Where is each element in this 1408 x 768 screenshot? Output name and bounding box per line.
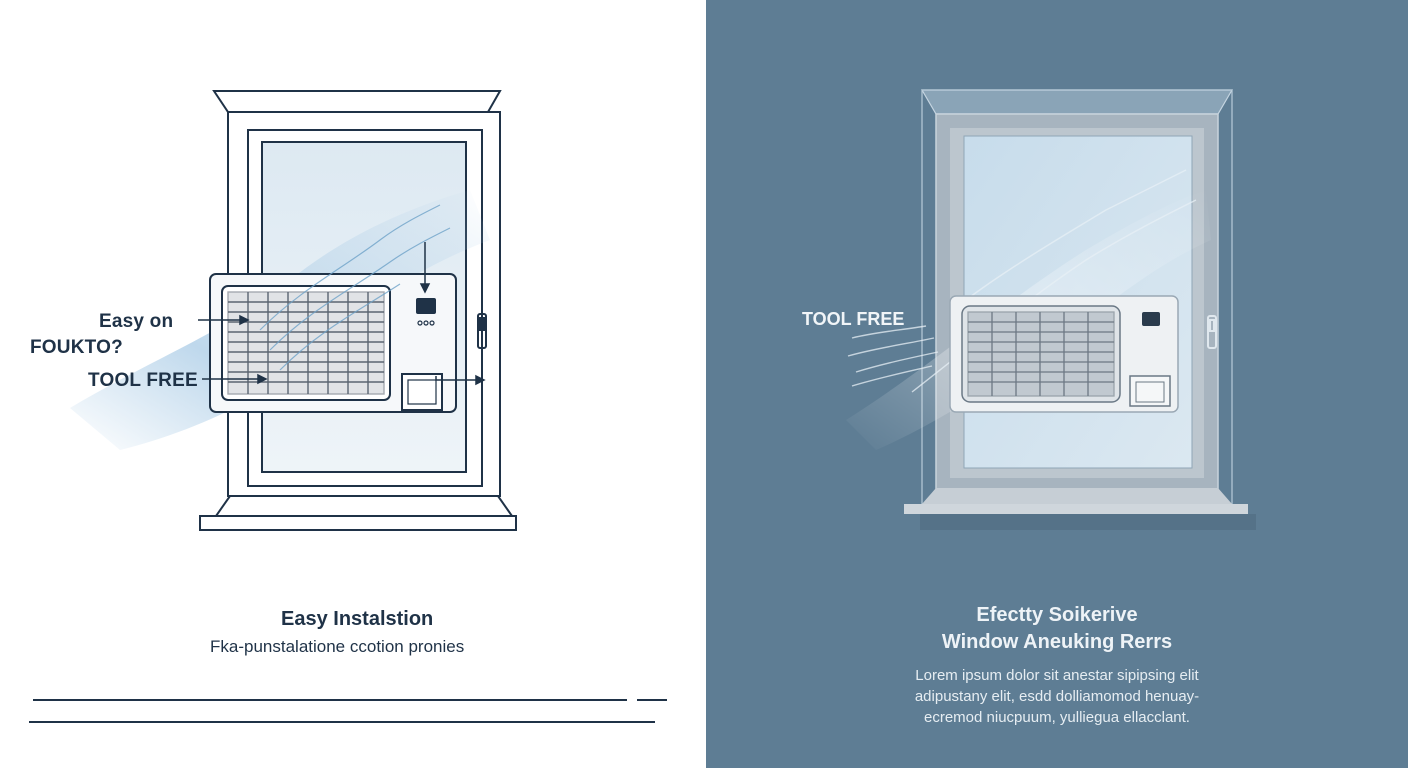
- callout-tool-free: TOOL FREE: [802, 309, 905, 329]
- divider-line: [637, 699, 667, 701]
- air-conditioner-unit: [949, 295, 1179, 413]
- caption-body-line2: adipustany elit, esdd dolliamomod henuay…: [914, 688, 1200, 705]
- callout-tool-free: TOOL FREE: [88, 370, 198, 391]
- caption-title: Easy Instalstion: [281, 608, 434, 630]
- air-conditioner-unit: [209, 273, 457, 413]
- caption-title-line1: Efectty Soikerive: [976, 604, 1138, 626]
- divider-line: [33, 699, 627, 701]
- arrow-icon: [435, 376, 476, 381]
- caption-body-line1: Lorem ipsum dolor sit anestar sipipsing …: [915, 667, 1199, 684]
- arrow-icon: [257, 373, 268, 385]
- arrow-icon: [475, 374, 486, 386]
- ac-vent-grille: [227, 291, 385, 395]
- divider-line: [29, 721, 655, 723]
- left-panel: Easy on FOUKTO? TOOL FREE Easy Instalsti…: [29, 90, 667, 723]
- caption-body-line3: ecremod niucpuum, yulliegua ellacclant.: [924, 709, 1190, 726]
- airflow-lines: [259, 204, 451, 371]
- arrow-icon: [239, 314, 250, 326]
- callout-arrows: [198, 242, 486, 386]
- window-handle-icon: [1207, 315, 1217, 349]
- window-ac-shaded-illustration: [846, 89, 1256, 530]
- callout-easy-on: Easy on: [99, 311, 174, 332]
- arrow-icon: [419, 283, 431, 294]
- callout-fourkto: FOUKTO?: [30, 337, 123, 358]
- caption-title-line2: Window Aneuking Rerrs: [941, 631, 1173, 653]
- caption-subtitle: Fka-punstalatione ccotion pronies: [210, 637, 465, 656]
- ac-vent-grille: [967, 311, 1115, 397]
- control-display-icon: [416, 298, 436, 326]
- window-ac-line-illustration: [70, 90, 517, 531]
- window-handle-icon: [477, 313, 487, 349]
- right-panel: TOOL FREE Efectty Soikerive Window Aneuk…: [706, 0, 1408, 768]
- control-display-icon: [1142, 312, 1160, 326]
